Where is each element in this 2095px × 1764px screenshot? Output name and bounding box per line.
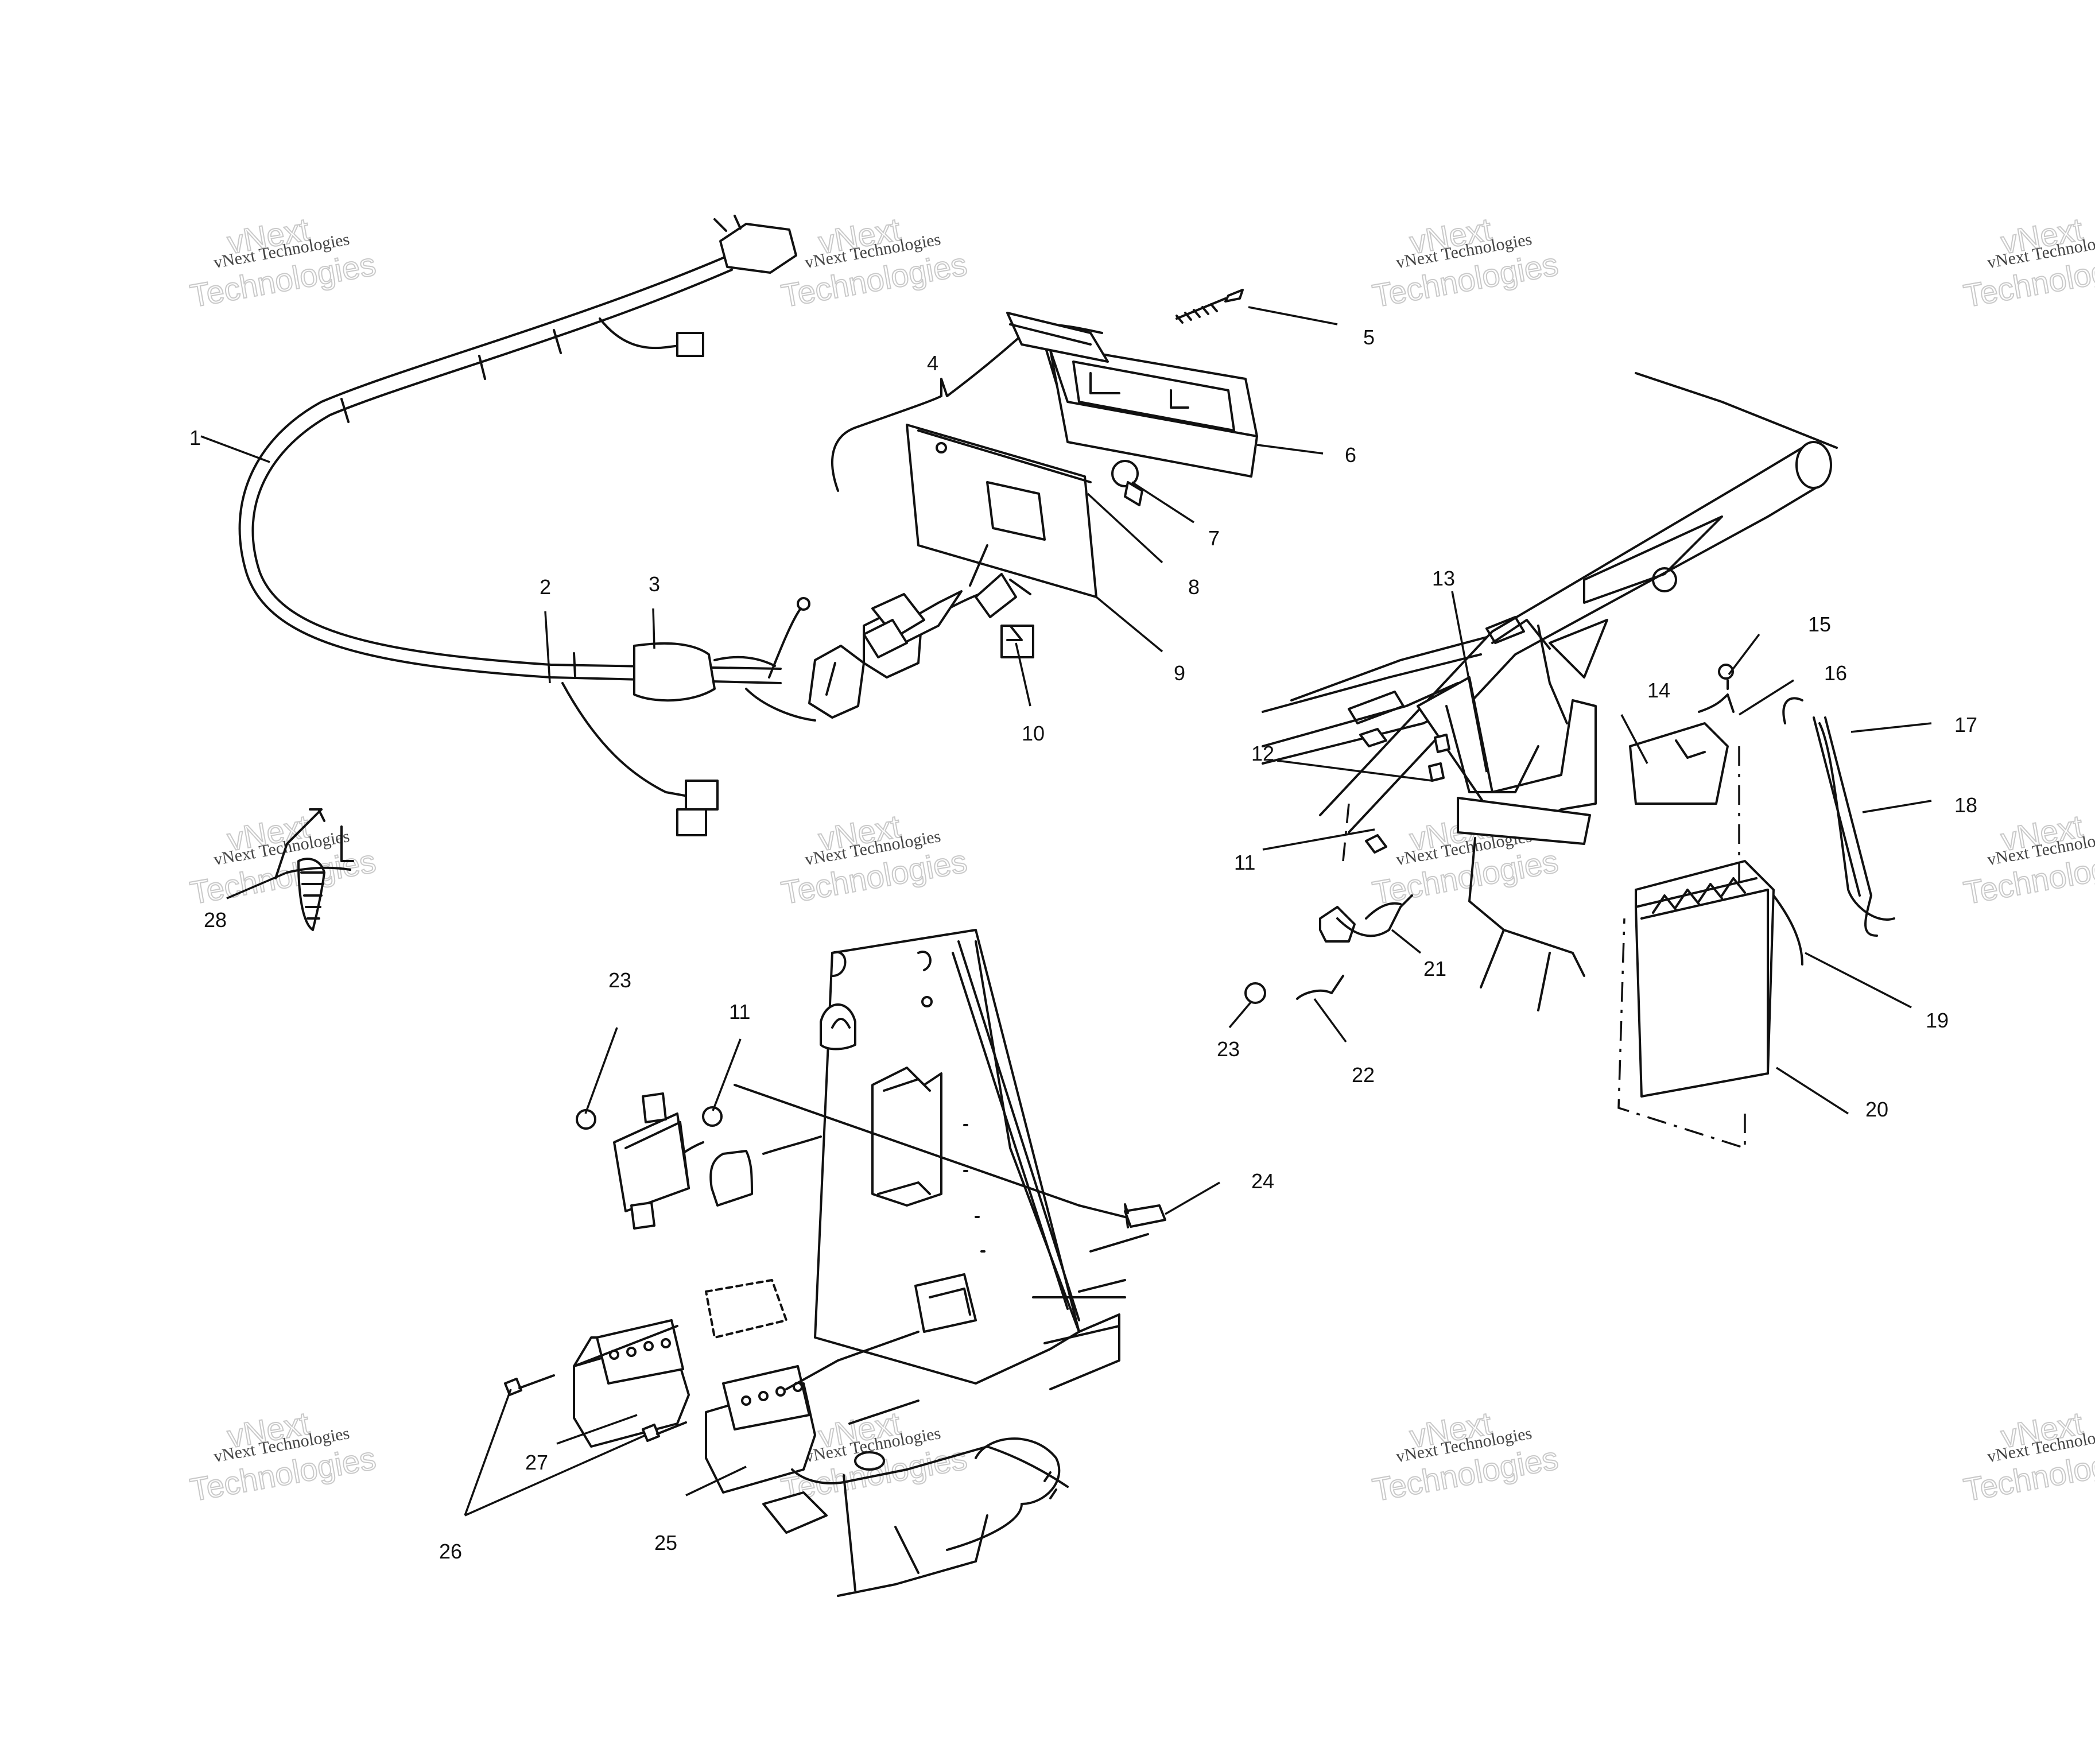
- callout-13: 13: [1432, 567, 1455, 590]
- callout-7: 7: [1208, 526, 1220, 550]
- callout-28: 28: [204, 908, 227, 932]
- watermark: vNext vNext Technologies Technologies: [1960, 1404, 2095, 1509]
- callout-2: 2: [540, 575, 551, 599]
- callout-23-right: 23: [1217, 1037, 1240, 1061]
- callout-24: 24: [1251, 1169, 1274, 1193]
- callout-21: 21: [1423, 957, 1446, 980]
- callout-19: 19: [1926, 1009, 1949, 1032]
- callout-14: 14: [1647, 679, 1670, 702]
- callout-17: 17: [1954, 713, 1977, 736]
- watermark: vNext vNext Technologies Technologies: [778, 210, 970, 315]
- leader-lines: [200, 306, 1932, 1517]
- callout-26: 26: [439, 1540, 462, 1563]
- callout-1: 1: [189, 426, 201, 449]
- callout-11-left: 11: [729, 1000, 750, 1023]
- callout-22: 22: [1352, 1063, 1375, 1087]
- callout-8: 8: [1188, 575, 1200, 599]
- watermark: vNext vNext Technologies Technologies: [1960, 210, 2095, 315]
- frame-battery-area: [1244, 372, 1895, 1150]
- callout-15: 15: [1808, 612, 1831, 636]
- callout-11-right: 11: [1234, 851, 1255, 874]
- callout-6: 6: [1345, 443, 1356, 467]
- callouts: 1 2 3 4 5 6 7 8 9 10 11 12 13 14 15 16 1…: [189, 325, 1977, 1563]
- callout-9: 9: [1174, 661, 1185, 685]
- watermark: vNext vNext Technologies Technologies: [1369, 210, 1561, 315]
- callout-10: 10: [1022, 722, 1045, 745]
- callout-16: 16: [1824, 661, 1847, 685]
- callout-12: 12: [1251, 742, 1274, 765]
- callout-5: 5: [1363, 325, 1375, 349]
- wiring-harness: [238, 215, 988, 836]
- watermark: vNext vNext Technologies Technologies: [187, 1404, 379, 1509]
- watermark: vNext vNext Technologies Technologies: [778, 807, 970, 912]
- part-28-clip: [274, 808, 354, 931]
- watermarks: vNext vNext Technologies Technologies vN…: [187, 210, 2095, 1509]
- callout-18: 18: [1954, 793, 1977, 817]
- electrical-panel: [504, 929, 1166, 1597]
- callout-27: 27: [525, 1451, 548, 1474]
- callout-3: 3: [649, 572, 660, 596]
- callout-23-left: 23: [608, 968, 631, 992]
- callout-4: 4: [927, 351, 938, 375]
- callout-25: 25: [654, 1531, 677, 1554]
- tail-light-assembly: [831, 289, 1258, 658]
- watermark: vNext vNext Technologies Technologies: [187, 807, 379, 912]
- watermark: vNext vNext Technologies Technologies: [1369, 1404, 1561, 1509]
- callout-20: 20: [1865, 1098, 1888, 1121]
- watermark: vNext vNext Technologies Technologies: [187, 210, 379, 315]
